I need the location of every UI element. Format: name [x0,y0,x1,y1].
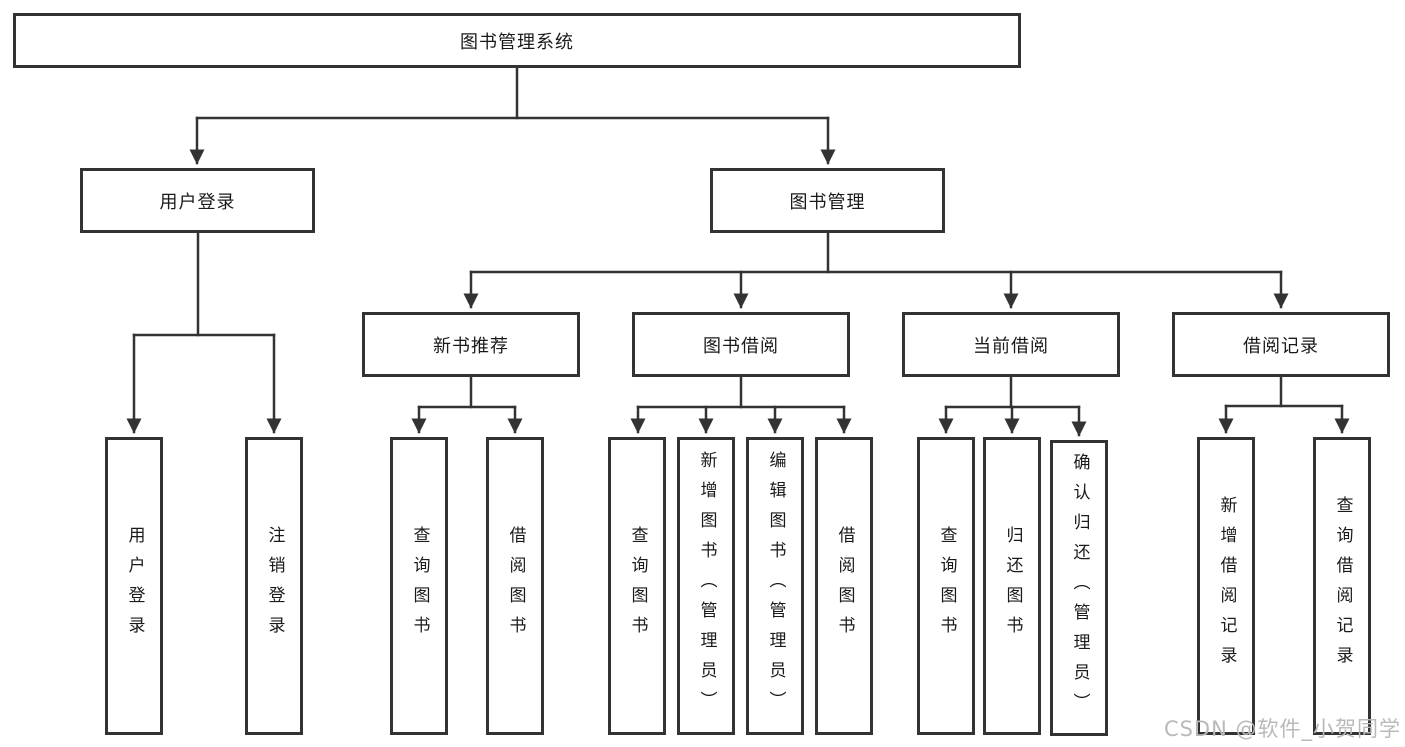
node-label: 图书借阅 [703,335,779,357]
connector-book-borrow-children [630,375,852,434]
leaf-label: 归还图书 [1002,526,1023,646]
leaf-label: 新增图书（管理员） [696,451,717,721]
leaf-label: 查询图书 [627,526,648,646]
leaf-label: 新增借阅记录 [1216,496,1237,676]
node-current-borrowing: 当前借阅 [902,312,1120,377]
node-label: 借阅记录 [1243,335,1319,357]
leaf-add-borrow-record: 新增借阅记录 [1197,437,1255,735]
leaf-label: 编辑图书（管理员） [765,451,786,721]
leaf-query-books-current: 查询图书 [917,437,975,735]
connector-borrow-record-children [1218,375,1350,434]
leaf-borrow-books-borrow: 借阅图书 [815,437,873,735]
leaf-label: 借阅图书 [834,526,855,646]
connector-new-book-children [411,375,523,434]
leaf-query-borrow-record: 查询借阅记录 [1313,437,1371,735]
leaf-logout: 注销登录 [245,437,303,735]
leaf-label: 查询借阅记录 [1332,496,1353,676]
node-label: 图书管理 [789,191,866,213]
connector-book-management-children [463,231,1289,309]
node-library-management-system: 图书管理系统 [13,13,1021,68]
connector-user-login-children [126,231,282,434]
node-label: 图书管理系统 [460,31,574,53]
leaf-query-books-newbook: 查询图书 [390,437,448,735]
leaf-user-login: 用户登录 [105,437,163,735]
leaf-label: 确认归还（管理员） [1069,453,1090,723]
leaf-label: 借阅图书 [505,526,526,646]
leaf-query-books-borrow: 查询图书 [608,437,666,735]
leaf-label: 注销登录 [264,526,285,646]
leaf-label: 查询图书 [936,526,957,646]
node-label: 当前借阅 [973,335,1049,357]
connector-root-to-level2 [189,66,836,165]
node-book-borrowing: 图书借阅 [632,312,850,377]
node-label: 新书推荐 [433,335,509,357]
leaf-add-books-admin: 新增图书（管理员） [677,437,735,735]
node-new-book-recommendation: 新书推荐 [362,312,580,377]
node-book-management: 图书管理 [710,168,945,233]
leaf-edit-books-admin: 编辑图书（管理员） [746,437,804,735]
leaf-return-books: 归还图书 [983,437,1041,735]
node-label: 用户登录 [159,191,236,213]
leaf-label: 查询图书 [409,526,430,646]
node-user-login: 用户登录 [80,168,315,233]
leaf-borrow-books-newbook: 借阅图书 [486,437,544,735]
leaf-confirm-return-admin: 确认归还（管理员） [1050,440,1108,736]
leaf-label: 用户登录 [124,526,145,646]
node-borrowing-records: 借阅记录 [1172,312,1390,377]
connector-current-borrow-children [938,375,1087,437]
